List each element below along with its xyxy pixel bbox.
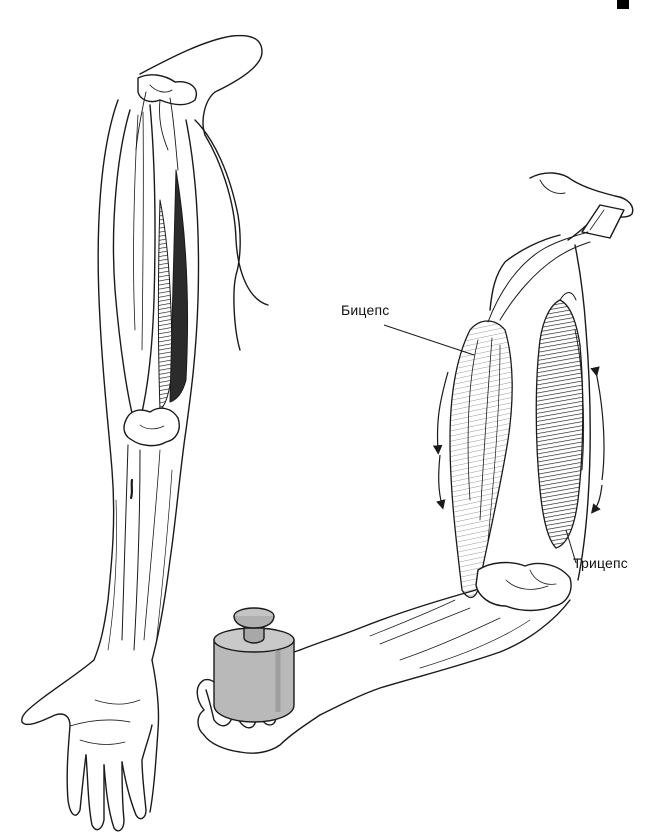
weight-icon [214, 608, 294, 722]
biceps-leader-line [384, 325, 474, 355]
triceps-label: Трицепс [573, 555, 628, 571]
biceps-label: Бицепс [341, 302, 389, 318]
corner-mark [617, 0, 629, 9]
